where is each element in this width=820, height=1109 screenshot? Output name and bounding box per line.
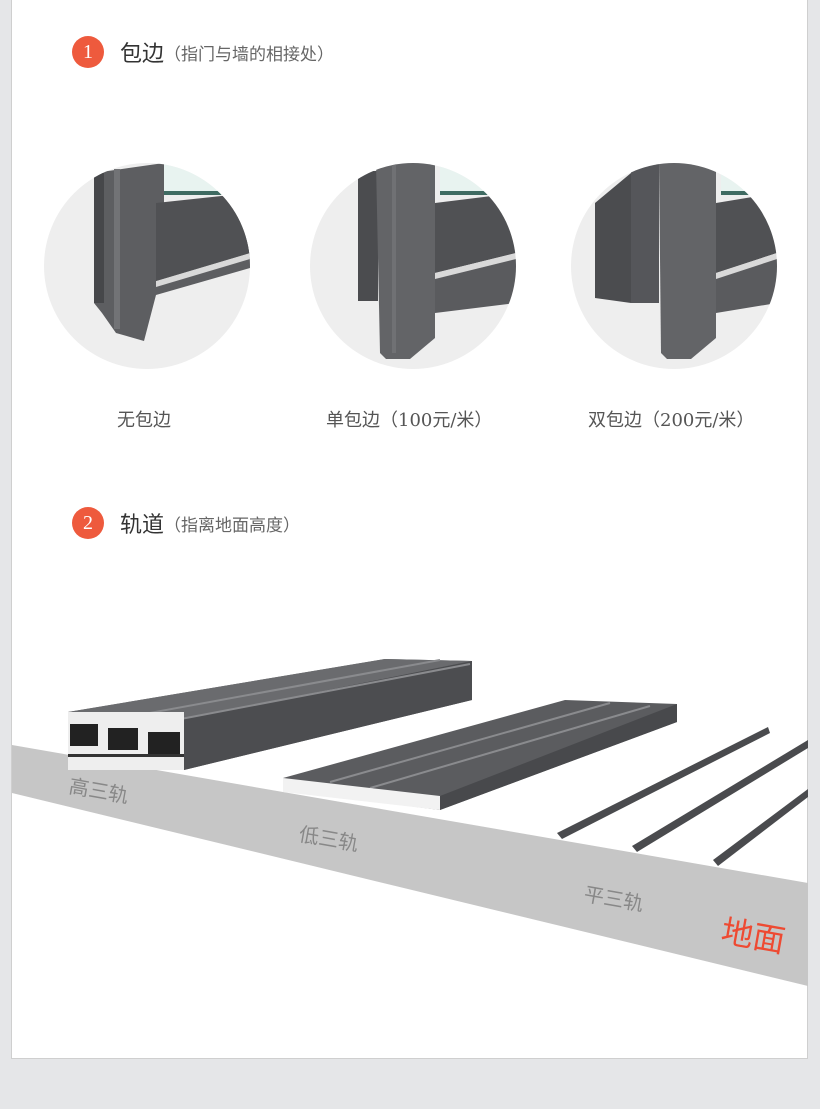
option-label-no-edge-wrap: 无包边 [117,410,171,431]
single-edge-wrap-frame-image [310,163,516,369]
section-1-note: （指门与墙的相接处） [164,44,335,65]
no-edge-wrap-frame-image [44,163,250,369]
section-2-title: 轨道 [120,513,165,538]
section-2-note: （指离地面高度） [164,515,301,536]
double-edge-wrap-frame-image [571,163,777,369]
high-triple-track-image [68,659,472,770]
section-1-heading: 1 包边 （指门与墙的相接处） [72,36,334,68]
low-triple-track-image [283,700,677,810]
ground-band [12,745,808,986]
option-label-double-edge-wrap: 双包边（200元/米） [588,410,755,431]
section-2-number-badge: 2 [72,507,104,539]
flat-triple-track-image [557,727,808,866]
section-1-number-badge: 1 [72,36,104,68]
option-label-single-edge-wrap: 单包边（100元/米） [326,410,493,431]
section-1-title: 包边 [120,42,165,67]
section-2-heading: 2 轨道 （指离地面高度） [72,507,300,539]
